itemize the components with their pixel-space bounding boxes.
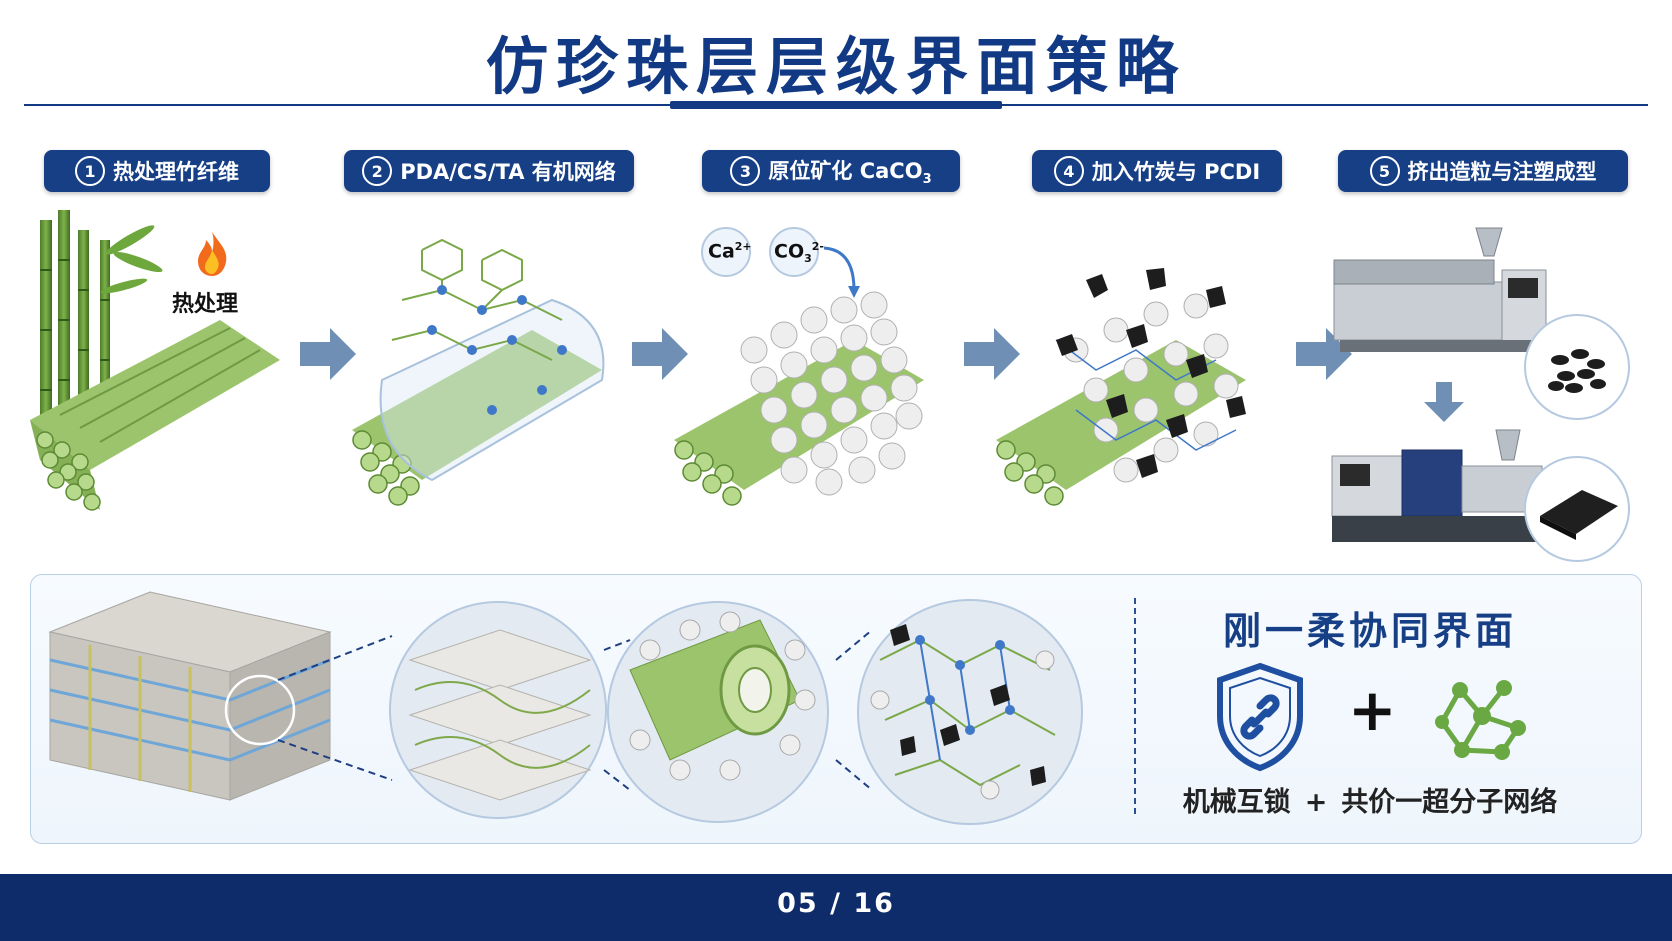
caco3-particles: [1063, 293, 1239, 483]
ion-label-co3: CO32-: [774, 240, 824, 265]
fiber-bundle: [996, 340, 1246, 506]
pcdi-network: [1055, 339, 1237, 451]
panel-divider: [1134, 598, 1136, 814]
step-pill-2: 2 PDA/CS/TA 有机网络: [344, 150, 634, 192]
zoom-circle-fiber: [607, 601, 829, 823]
transparent-coating: [379, 298, 605, 482]
caption-plus: +: [1304, 787, 1328, 818]
stage-bamboo-fibers: [30, 210, 280, 511]
title-underline-accent: [670, 101, 1002, 109]
step-label: 原位矿化 CaCO3: [768, 155, 931, 187]
fiber-bundle: [30, 320, 280, 511]
arrow-right-icon: [1296, 328, 1352, 380]
step-number: 5: [1369, 156, 1400, 186]
step-label: PDA/CS/TA 有机网络: [400, 160, 616, 184]
ion-bubble-co3: [769, 227, 819, 277]
molecule-network-icon: [1435, 680, 1526, 760]
caption-mechanical-interlock: 机械互锁: [1182, 787, 1291, 818]
network-nodes: [427, 285, 567, 415]
injection-molding-machine-icon: [1331, 429, 1546, 542]
step-label: 热处理竹纤维: [113, 160, 239, 184]
synergy-title: 刚一柔协同界面: [1222, 609, 1517, 653]
step-pill-1: 1 热处理竹纤维: [44, 150, 270, 192]
ion-co3-symbol: CO: [774, 240, 805, 263]
zoom-circle-layers: [389, 601, 607, 819]
ion-ca-charge: 2+: [734, 240, 752, 253]
stage-charcoal-pcdi: [996, 268, 1246, 506]
arrow-down-icon: [1424, 382, 1464, 422]
step-label-text: 原位矿化 CaCO: [768, 158, 923, 183]
arrow-right-icon: [964, 328, 1020, 380]
caption-covalent-network: 共价一超分子网络: [1341, 787, 1558, 818]
page-total: 16: [853, 888, 895, 919]
ion-bubble-ca: [701, 227, 751, 277]
bamboo-stalks: [40, 210, 163, 460]
shield-link-icon: [1217, 662, 1303, 772]
step-number: 4: [1053, 156, 1084, 186]
synergy-caption: 机械互锁 + 共价一超分子网络: [1150, 780, 1590, 819]
nacre-brick-block: [48, 591, 332, 801]
caco3-particles: [740, 291, 923, 496]
page-separator: /: [830, 888, 842, 919]
ion-ca-symbol: Ca: [708, 240, 735, 263]
ion-arrow: [823, 246, 856, 291]
stage-organic-network: [352, 238, 605, 506]
step-number: 1: [75, 156, 105, 186]
page-current: 05: [777, 888, 819, 919]
heat-treatment-label: 热处理: [172, 292, 239, 317]
arrow-right-icon: [300, 328, 356, 380]
pellets-icon: [1524, 314, 1630, 420]
bamboo-charcoal-particles: [1056, 268, 1246, 478]
page-title: 仿珍珠层层级界面策略: [485, 30, 1186, 103]
page-indicator: 05 / 16: [0, 888, 1672, 919]
hierarchy-illustration: [48, 591, 1083, 825]
synergy-plus: +: [1348, 676, 1397, 744]
step-pill-5: 5 挤出造粒与注塑成型: [1338, 150, 1628, 192]
ion-co3-charge: 2-: [811, 240, 824, 253]
step-number: 3: [730, 156, 761, 186]
step-pill-3: 3 原位矿化 CaCO3: [702, 150, 960, 192]
step-label-subscript: 3: [922, 172, 932, 188]
flame-icon: [198, 232, 227, 276]
molded-plate-icon: [1524, 456, 1630, 562]
step-label: 挤出造粒与注塑成型: [1407, 160, 1597, 184]
stage-mineralization: [674, 227, 924, 506]
step-number: 2: [362, 156, 393, 186]
zoom-connectors: [277, 629, 873, 791]
ion-label-ca: Ca2+: [708, 240, 752, 262]
step-pill-4: 4 加入竹炭与 PCDI: [1032, 150, 1282, 192]
fiber-bundle: [352, 330, 602, 506]
footer-bar: [0, 874, 1672, 941]
arrow-right-icon: [632, 328, 688, 380]
ion-co3-subscript: 3: [804, 252, 812, 266]
zoom-circle-network: [857, 599, 1083, 825]
step-label: 加入竹炭与 PCDI: [1091, 160, 1261, 184]
ion-arrow-head: [848, 286, 860, 298]
